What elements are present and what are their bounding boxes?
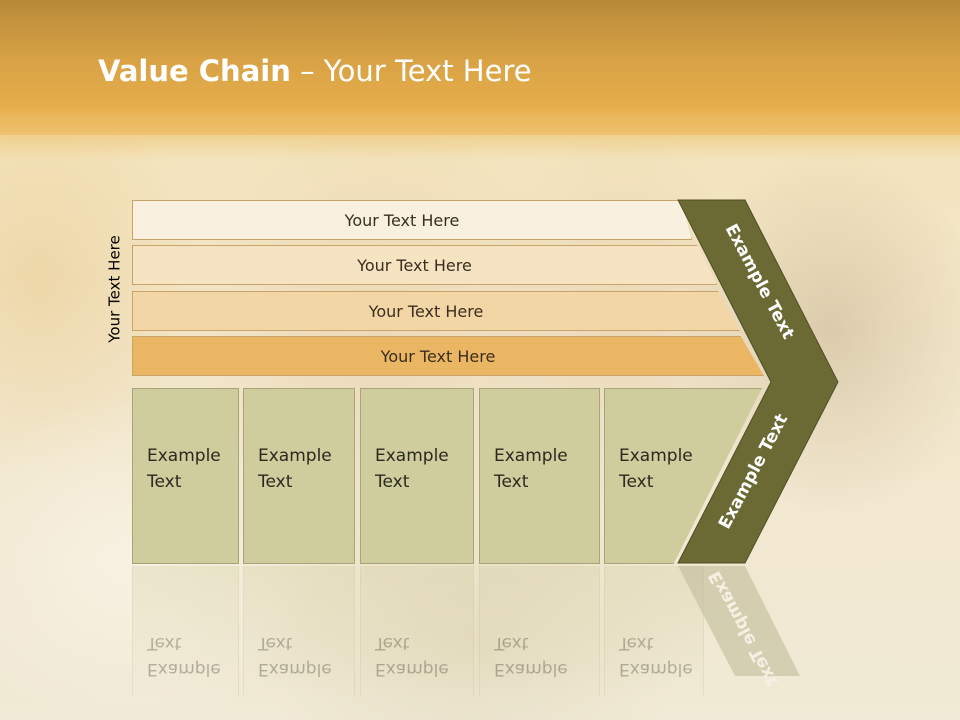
- row-2-label: Your Text Here: [357, 255, 472, 275]
- row-3: Your Text Here: [132, 291, 740, 331]
- cell-2-label: Example Text: [258, 446, 332, 492]
- title-rest: – Your Text Here: [290, 54, 532, 88]
- cell-1: Example Text: [132, 388, 239, 564]
- cell-5-label: Example Text: [619, 446, 693, 492]
- slide-title: Value Chain – Your Text Here: [98, 54, 532, 94]
- header-band: [0, 0, 960, 135]
- cell-4-label: Example Text: [494, 446, 568, 492]
- row-4-label: Your Text Here: [380, 346, 496, 366]
- row-2: Your Text Here: [132, 245, 717, 285]
- cell-2: Example Text: [243, 388, 355, 564]
- cell-4: Example Text: [479, 388, 600, 564]
- cell-3: Example Text: [360, 388, 474, 564]
- chevron-shape: [677, 199, 839, 564]
- row-1: Your Text Here: [132, 200, 692, 240]
- row-4: Your Text Here: [132, 336, 764, 376]
- cell-3-label: Example Text: [375, 446, 449, 492]
- row-3-label: Your Text Here: [368, 301, 484, 321]
- title-bold: Value Chain: [98, 54, 291, 88]
- cell-1-label: Example Text: [147, 446, 221, 492]
- row-1-label: Your Text Here: [344, 210, 460, 230]
